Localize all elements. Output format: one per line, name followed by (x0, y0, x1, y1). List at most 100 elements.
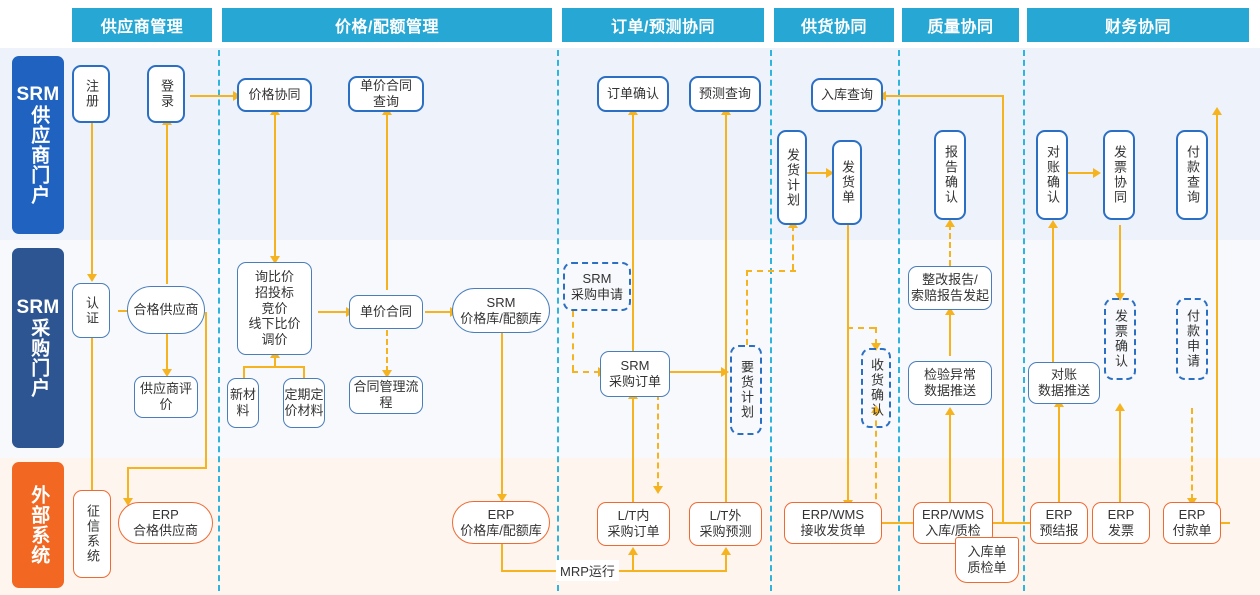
node-credit-system[interactable]: 征信系统 (73, 490, 111, 578)
edge-reconcile-push-to-confirm (1052, 225, 1054, 362)
edge-to-erp-qualified (127, 467, 129, 500)
node-rectification-claim-report[interactable]: 整改报告/ 索赔报告发起 (908, 266, 992, 310)
edge-erp-price-lib-down (501, 544, 503, 572)
edge-mrp-to-lt-in (632, 552, 634, 572)
node-forecast-query[interactable]: 预测查询 (689, 76, 761, 112)
node-invoice-confirm[interactable]: 发票确认 (1104, 298, 1136, 380)
node-srm-price-quota-library[interactable]: SRM 价格库/配额库 (452, 288, 550, 333)
arrow-erp-payment-to-query (1212, 107, 1222, 115)
lane-srm-supplier-portal[interactable]: SRM 供应商门户 (12, 56, 64, 234)
column-header-quality[interactable]: 质量协同 (902, 8, 1019, 42)
node-periodic-priced-material[interactable]: 定期定价材料 (283, 378, 325, 428)
column-divider-2 (557, 50, 559, 591)
column-header-supply[interactable]: 供货协同 (774, 8, 894, 42)
arrow-qualified-to-evaluation (162, 369, 172, 377)
edge-erp-payment-right (1216, 522, 1230, 524)
edge-qualified-down (205, 312, 207, 467)
label-mrp-run: MRP运行 (556, 560, 619, 581)
edge-credit-to-certification (91, 330, 93, 490)
node-lt-out-purchase-forecast[interactable]: L/T外 采购预测 (689, 502, 762, 546)
node-reconcile-data-push[interactable]: 对账 数据推送 (1028, 362, 1100, 404)
node-erp-pre-settlement[interactable]: ERP 预结报 (1030, 502, 1088, 544)
node-erp-invoice[interactable]: ERP 发票 (1092, 502, 1150, 544)
arrow-rectification-to-report-confirm (945, 219, 955, 227)
edge-mrp-to-lt-out (725, 552, 727, 572)
edge-into-delivery-plan (792, 225, 794, 270)
node-inspection-abnormal-push[interactable]: 检验异常 数据推送 (908, 361, 992, 405)
node-reconcile-confirm[interactable]: 对账确认 (1036, 130, 1068, 220)
node-srm-purchase-request[interactable]: SRM 采购申请 (563, 262, 631, 311)
arrow-srm-po-to-demand-plan (721, 367, 729, 377)
edge-erp-invoice-to-confirm (1119, 408, 1121, 502)
node-erp-price-quota-library[interactable]: ERP 价格库/配额库 (452, 501, 550, 544)
lane-srm-purchase-portal[interactable]: SRM 采购门户 (12, 248, 64, 448)
arrow-erp-wms-to-receipt-confirm (871, 405, 881, 413)
node-goods-demand-plan[interactable]: 要货计划 (730, 345, 762, 435)
node-unit-contract-query[interactable]: 单价合同 查询 (348, 76, 424, 112)
node-lt-in-purchase-order[interactable]: L/T内 采购订单 (597, 502, 670, 546)
edge-inbound-to-erp-pre-settle (984, 522, 1032, 524)
arrow-srm-po-to-lt-in (653, 486, 663, 494)
edge-erp-payment-to-query (1216, 112, 1218, 524)
edge-qualified-left (127, 467, 207, 469)
edge-qualified-to-evaluation (166, 333, 168, 371)
arrow-branch-to-receipt-confirm (871, 343, 881, 351)
edge-to-inbound-query (884, 95, 1004, 97)
node-supplier-evaluation[interactable]: 供应商评价 (134, 376, 198, 418)
node-receipt-confirm[interactable]: 收货确认 (861, 348, 891, 428)
edge-inquiry-to-unit-contract (318, 311, 348, 313)
arrow-inbound-to-inspect-abnormal (945, 407, 955, 415)
node-delivery-note[interactable]: 发货单 (832, 140, 862, 225)
node-invoice-collaboration[interactable]: 发票协同 (1103, 130, 1135, 220)
node-delivery-plan[interactable]: 发货计划 (777, 130, 807, 225)
edge-lt-out-to-forecast-query (725, 112, 727, 502)
edge-srm-to-erp-price-lib (501, 333, 503, 496)
node-payment-request[interactable]: 付款申请 (1176, 298, 1208, 380)
node-report-confirm[interactable]: 报告确认 (934, 130, 966, 220)
edge-new-material-up (243, 366, 245, 378)
node-inquiry-bidding[interactable]: 询比价 招投标 竞价 线下比价 调价 (237, 262, 312, 355)
node-qualified-supplier[interactable]: 合格供应商 (127, 286, 205, 334)
node-new-material[interactable]: 新材料 (227, 378, 259, 428)
edge-inbound-to-inspect-abnormal (949, 412, 951, 502)
column-header-finance[interactable]: 财务协同 (1027, 8, 1249, 42)
column-divider-1 (218, 50, 220, 591)
node-certification[interactable]: 认证 (72, 283, 110, 338)
node-login[interactable]: 登录 (147, 65, 185, 123)
node-inbound-query[interactable]: 入库查询 (811, 78, 883, 112)
column-header-order-forecast[interactable]: 订单/预测协同 (562, 8, 764, 42)
node-erp-wms-receive-delivery[interactable]: ERP/WMS 接收发货单 (784, 502, 882, 544)
edge-materials-to-inquiry (274, 355, 276, 367)
edge-delivery-plan-to-note (806, 172, 828, 174)
edge-rectification-to-report-confirm (949, 224, 951, 266)
edge-register-to-certification (91, 122, 93, 274)
arrow-invoice-collab-to-confirm (1115, 293, 1125, 301)
lane-label-cn: 采购门户 (28, 318, 50, 399)
edge-materials-join (243, 366, 305, 368)
lane-label-en: SRM (16, 83, 60, 105)
edge-unit-contract-to-srm-price-lib (425, 311, 452, 313)
node-payment-query[interactable]: 付款查询 (1176, 130, 1208, 220)
arrow-reconcile-push-to-confirm (1048, 220, 1058, 228)
node-srm-purchase-order[interactable]: SRM 采购订单 (600, 351, 670, 397)
edge-demand-plan-up (746, 270, 748, 345)
node-inbound-qc-document[interactable]: 入库单 质检单 (955, 537, 1019, 583)
node-erp-qualified-supplier[interactable]: ERP 合格供应商 (118, 502, 213, 544)
node-unit-contract[interactable]: 单价合同 (349, 295, 423, 329)
arrow-register-to-certification (87, 274, 97, 282)
edge-erp-wms-to-receipt-confirm (875, 410, 877, 520)
column-header-supplier-mgmt[interactable]: 供应商管理 (72, 8, 212, 42)
edge-unit-contract-to-contract-flow (386, 330, 388, 372)
column-divider-3 (770, 50, 772, 591)
column-header-price-quota[interactable]: 价格/配额管理 (222, 8, 552, 42)
edge-lt-in-to-srm-po (632, 396, 634, 502)
node-erp-payment-order[interactable]: ERP 付款单 (1163, 502, 1221, 544)
node-contract-management-flow[interactable]: 合同管理流程 (349, 376, 423, 414)
edge-inquiry-to-price-collab (274, 112, 276, 260)
lane-label-cn: 外部系统 (28, 485, 50, 565)
lane-external-systems[interactable]: 外部系统 (12, 462, 64, 588)
node-register[interactable]: 注册 (72, 65, 110, 123)
node-price-collaboration[interactable]: 价格协同 (237, 78, 312, 112)
node-order-confirm[interactable]: 订单确认 (597, 76, 669, 112)
edge-reconcile-to-invoice-collab (1068, 172, 1095, 174)
